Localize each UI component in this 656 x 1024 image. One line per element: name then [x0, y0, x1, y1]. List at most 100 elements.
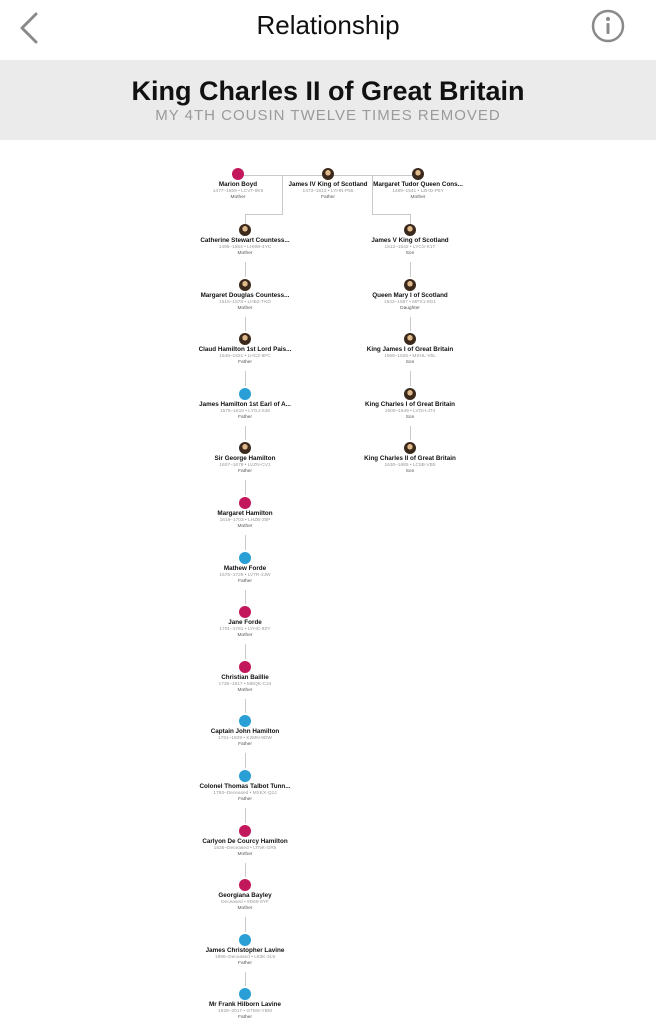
female-avatar-icon [239, 660, 251, 673]
person-role: Father [321, 195, 335, 200]
connector-line [245, 316, 246, 332]
connector-line [245, 535, 246, 550]
connector-line [245, 480, 246, 495]
connector-line [410, 214, 411, 224]
male-avatar-icon [239, 933, 251, 946]
person-card[interactable]: Margaret Douglas Countess...1515–1578 • … [185, 278, 305, 312]
portrait-avatar [404, 278, 416, 291]
chevron-left-icon[interactable] [14, 8, 48, 48]
person-dates: 1761–1829 • K2MN-9DW [218, 736, 272, 742]
connector-line [282, 175, 283, 215]
person-role: Father [238, 797, 252, 802]
person-name: James Christopher Lavine [205, 946, 285, 954]
person-role: Mother [230, 195, 246, 200]
person-role: Mother [237, 906, 253, 912]
person-dates: 1896–Deceased • L83K-3L9 [214, 954, 276, 960]
portrait-avatar [239, 442, 251, 455]
female-avatar-icon [239, 497, 251, 509]
person-dates: Deceased • 9D69-8YF [221, 900, 269, 906]
relationship-label: MY 4TH COUSIN TWELVE TIMES REMOVED [155, 107, 501, 124]
person-dates: 1630–1685 • LC5B-VB5 [384, 463, 436, 469]
portrait-avatar [404, 442, 416, 455]
nav-title: Relationship [256, 10, 400, 40]
male-avatar-icon [239, 770, 251, 782]
person-name: King James I of Great Britain [366, 346, 454, 354]
connector-line [245, 589, 246, 605]
relationship-header: King Charles II of Great Britain MY 4TH … [0, 60, 656, 140]
person-name: Catherine Stewart Countess... [200, 237, 290, 244]
person-role: Son [405, 414, 415, 420]
connector-line [245, 425, 246, 441]
person-role: Mother [237, 305, 253, 311]
portrait-avatar [239, 333, 251, 346]
person-name: Georgiana Bayley [218, 892, 272, 900]
person-name: Christian Baillie [221, 673, 269, 681]
person-name: Mathew Forde [223, 564, 267, 572]
person-role: Father [238, 742, 252, 748]
person-name: Margaret Douglas Countess... [200, 291, 290, 299]
person-name: James V King of Scotland [371, 237, 449, 244]
person-dates: 1512–1542 • LYCS-K1T [384, 245, 436, 250]
male-avatar-icon [239, 715, 251, 728]
male-avatar-icon [239, 387, 251, 400]
person-card[interactable]: Colonel Thomas Talbot Tunn...1793–Deceas… [185, 770, 305, 803]
person-dates: 1542–1587 • MPX1-8G1 [383, 299, 437, 305]
connector-line [410, 371, 411, 386]
person-role: Father [238, 960, 252, 966]
person-name: Jane Forde [228, 619, 262, 627]
person-role: Father [238, 469, 252, 475]
person-card[interactable]: Margaret Tudor Queen Cons...1489–1541 • … [358, 168, 478, 201]
person-name: James Hamilton 1st Earl of A... [199, 400, 291, 408]
person-card[interactable]: Claud Hamilton 1st Lord Pais...1546–1621… [185, 333, 305, 366]
person-card[interactable]: Catherine Stewart Countess...1495–1554 •… [185, 224, 305, 257]
person-dates: 1701–1781 • LYHC-9ZY [219, 627, 271, 633]
person-dates: 1515–1578 • LHBZ-TKD [219, 299, 271, 305]
info-circle-icon[interactable] [590, 8, 626, 44]
person-dates: 1477–1559 • LCVT-8K6 [212, 189, 264, 194]
person-dates: 1600–1649 • LVGH-J74 [384, 408, 436, 414]
connector-line [245, 371, 246, 386]
portrait-avatar [404, 224, 416, 236]
person-dates: 1566–1625 • MXHL-V5L [384, 354, 436, 360]
female-avatar-icon [239, 824, 251, 837]
person-name: Queen Mary I of Scotland [372, 291, 448, 299]
connector-line [372, 175, 373, 215]
person-name: Colonel Thomas Talbot Tunn... [199, 783, 291, 790]
person-dates: 1735–1817 • MBQK-C24 [218, 681, 272, 687]
person-dates: 1793–Deceased • MXKX-Q1J [213, 791, 277, 796]
person-card[interactable]: James Hamilton 1st Earl of A...1575–1618… [185, 387, 305, 421]
person-name: King Charles I of Great Britain [365, 400, 455, 408]
connector-line [245, 753, 246, 768]
person-role: Son [405, 360, 415, 366]
person-dates: 1619–1703 • LHZB-25P [219, 518, 271, 523]
portrait-avatar [412, 168, 424, 180]
connector-line [245, 214, 246, 224]
connector-line [410, 425, 411, 441]
person-name: Margaret Tudor Queen Cons... [373, 181, 463, 188]
person-dates: 1473–1513 • LYHN-P55 [302, 189, 354, 194]
person-dates: 1836–Deceased • LTNK-GR5 [213, 845, 277, 851]
person-dates: 1575–1618 • LYGJ-S46 [219, 408, 271, 414]
connector-line [372, 214, 410, 215]
female-avatar-icon [232, 168, 244, 180]
portrait-avatar [322, 168, 334, 180]
person-role: Mother [410, 195, 426, 200]
